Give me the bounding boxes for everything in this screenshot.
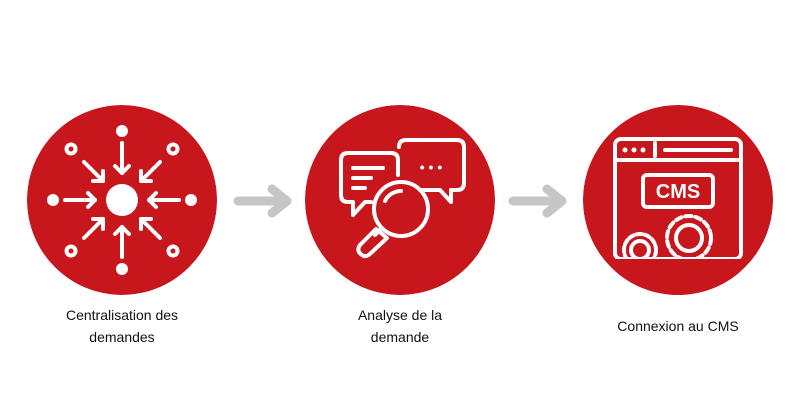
centralize-arrows-icon: [27, 105, 217, 295]
step-label-line: Centralisation des: [65, 307, 179, 323]
step-label-line: Analyse de la: [357, 307, 443, 323]
step-label-centralisation: Centralisation des demandes: [22, 304, 222, 348]
step-label-line: demandes: [89, 329, 155, 345]
step-circle-analyse: • • •: [305, 105, 495, 295]
step-label-line: Connexion au CMS: [617, 318, 739, 334]
flow-arrow-1: [233, 184, 292, 218]
step-circle-centralisation: [27, 105, 217, 295]
step-label-line: demande: [370, 329, 430, 345]
flow-arrow-2: [508, 184, 567, 218]
cms-browser-gears-icon: CMS: [583, 105, 773, 295]
chat-magnifier-icon: • • •: [305, 105, 495, 295]
chat-ellipsis: • • •: [420, 159, 443, 175]
step-label-cms: Connexion au CMS: [578, 315, 778, 337]
step-circle-cms: CMS: [583, 105, 773, 295]
step-label-analyse: Analyse de la demande: [300, 304, 500, 348]
cms-badge: CMS: [656, 181, 700, 203]
